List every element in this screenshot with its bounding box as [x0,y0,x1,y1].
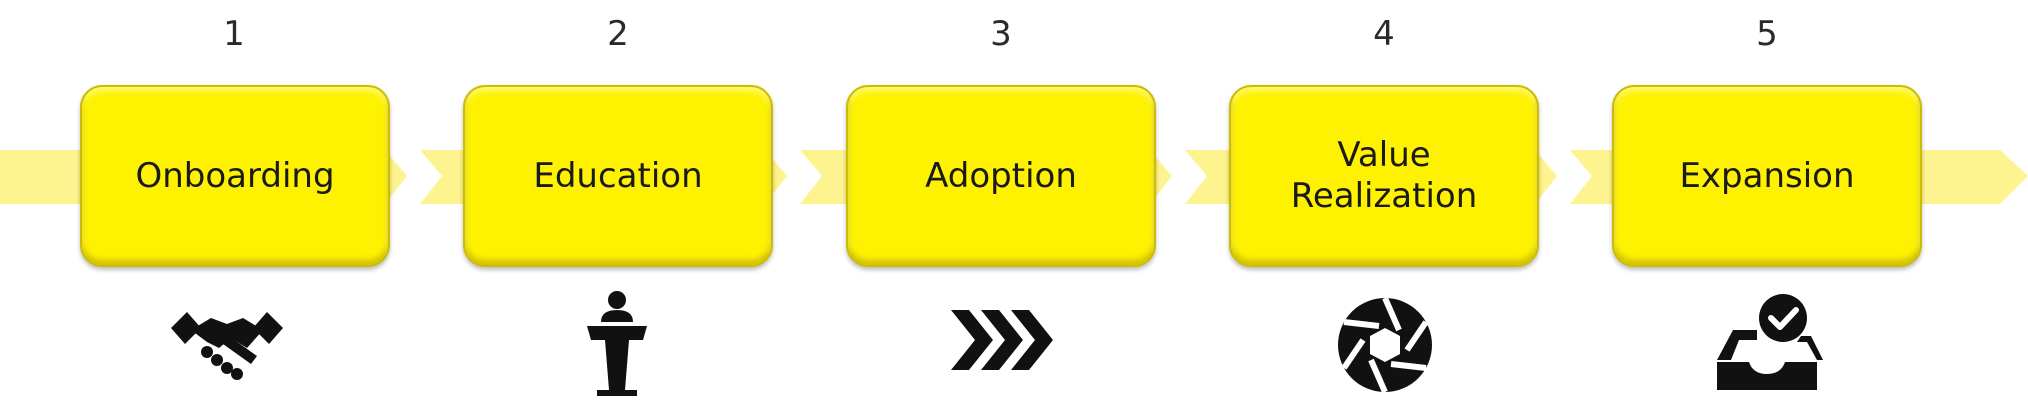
triple-chevron-icon [941,290,1061,400]
podium-speaker-icon [557,290,677,400]
step-1-box: Onboarding [80,85,390,267]
step-1-number: 1 [223,14,245,54]
step-5-box: Expansion [1612,85,1922,267]
step-4-box: Value Realization [1229,85,1539,267]
inbox-check-icon [1707,290,1827,400]
step-3-box: Adoption [846,85,1156,267]
step-5-number: 5 [1756,14,1778,54]
aperture-icon [1325,290,1445,400]
step-2-box: Education [463,85,773,267]
step-4-number: 4 [1373,14,1395,54]
handshake-icon [167,290,287,400]
step-3-number: 3 [990,14,1012,54]
step-2-number: 2 [607,14,629,54]
